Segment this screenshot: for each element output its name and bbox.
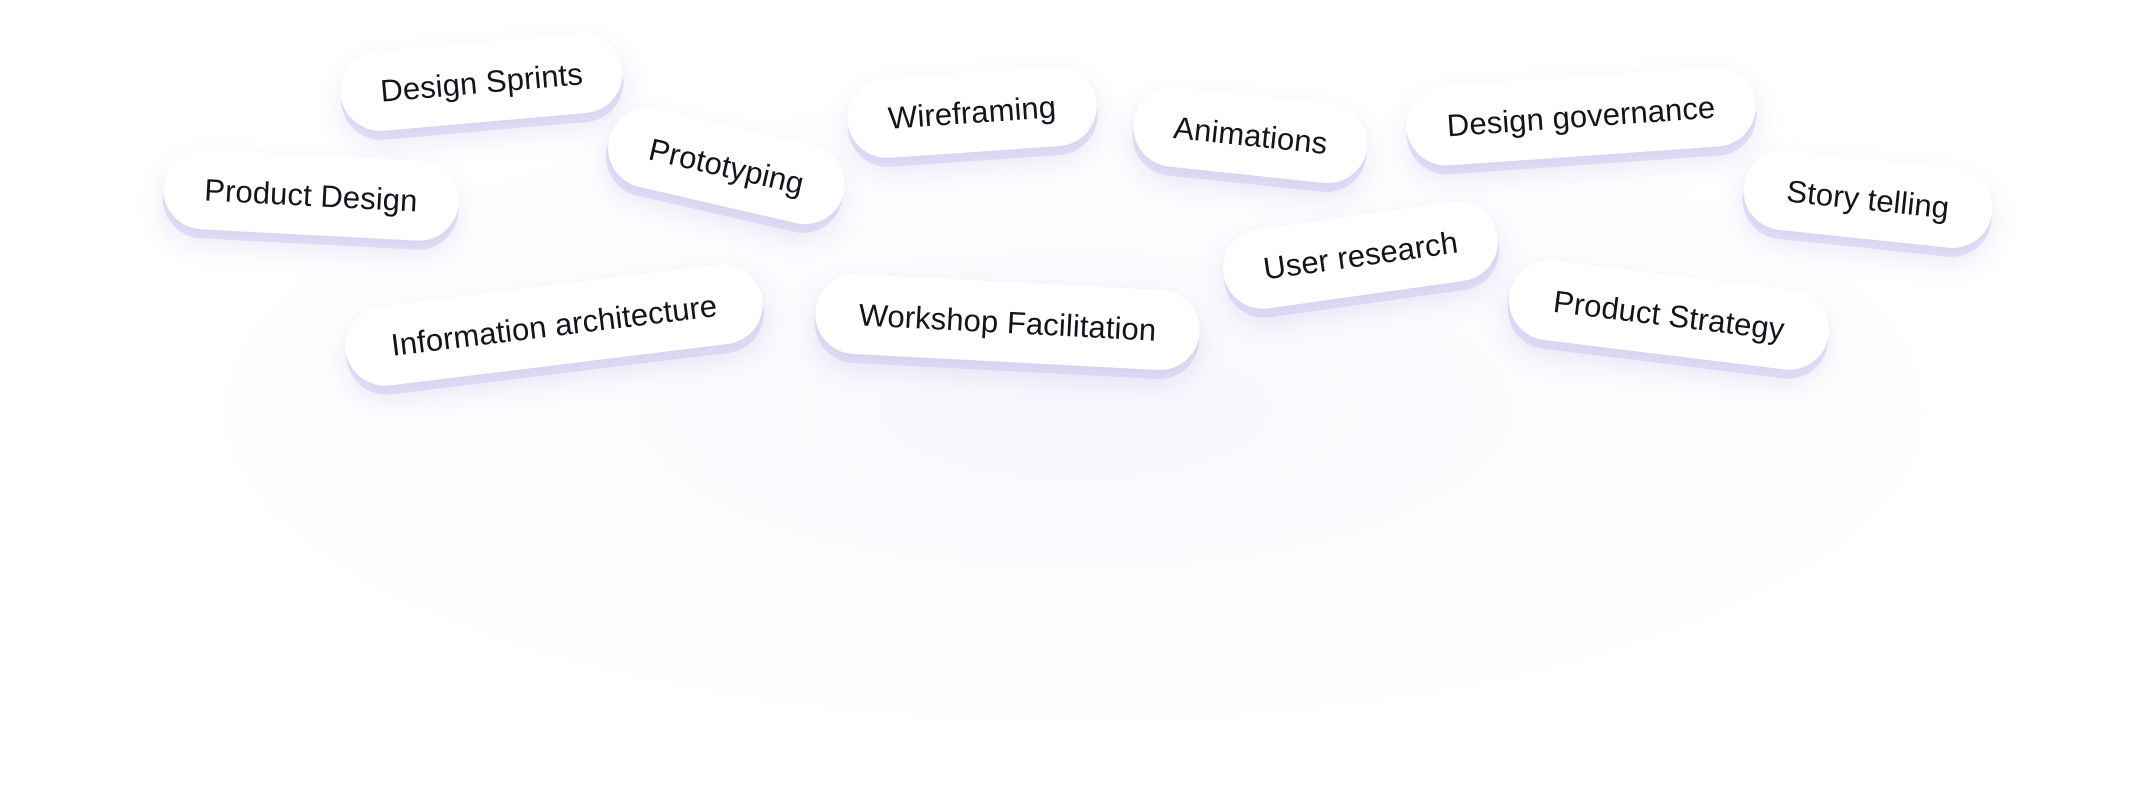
tag-label: Story telling [1784, 173, 1952, 225]
tag-label: Design governance [1445, 89, 1717, 143]
tag-design-governance: Design governance [1403, 63, 1759, 169]
tag-user-research: User research [1217, 196, 1504, 314]
tag-product-strategy: Product Strategy [1504, 255, 1834, 375]
tag-prototyping: Prototyping [600, 99, 853, 233]
tag-label: Prototyping [645, 131, 808, 201]
tag-label: Product Strategy [1551, 283, 1787, 347]
tag-animations: Animations [1129, 82, 1372, 188]
tag-information-architecture: Information architecture [340, 259, 768, 391]
tag-label: User research [1261, 224, 1460, 286]
tag-wireframing: Wireframing [844, 63, 1100, 161]
tag-product-design: Product Design [161, 147, 461, 243]
tag-label: Information architecture [389, 287, 719, 363]
tag-label: Wireframing [886, 88, 1058, 136]
tag-label: Workshop Facilitation [857, 296, 1158, 348]
tag-label: Design Sprints [378, 55, 585, 109]
tag-label: Animations [1171, 109, 1330, 161]
tag-story-telling: Story telling [1739, 146, 1997, 252]
tag-label: Product Design [203, 171, 419, 219]
tag-design-sprints: Design Sprints [337, 29, 626, 135]
tag-workshop-facilitation: Workshop Facilitation [813, 271, 1202, 373]
